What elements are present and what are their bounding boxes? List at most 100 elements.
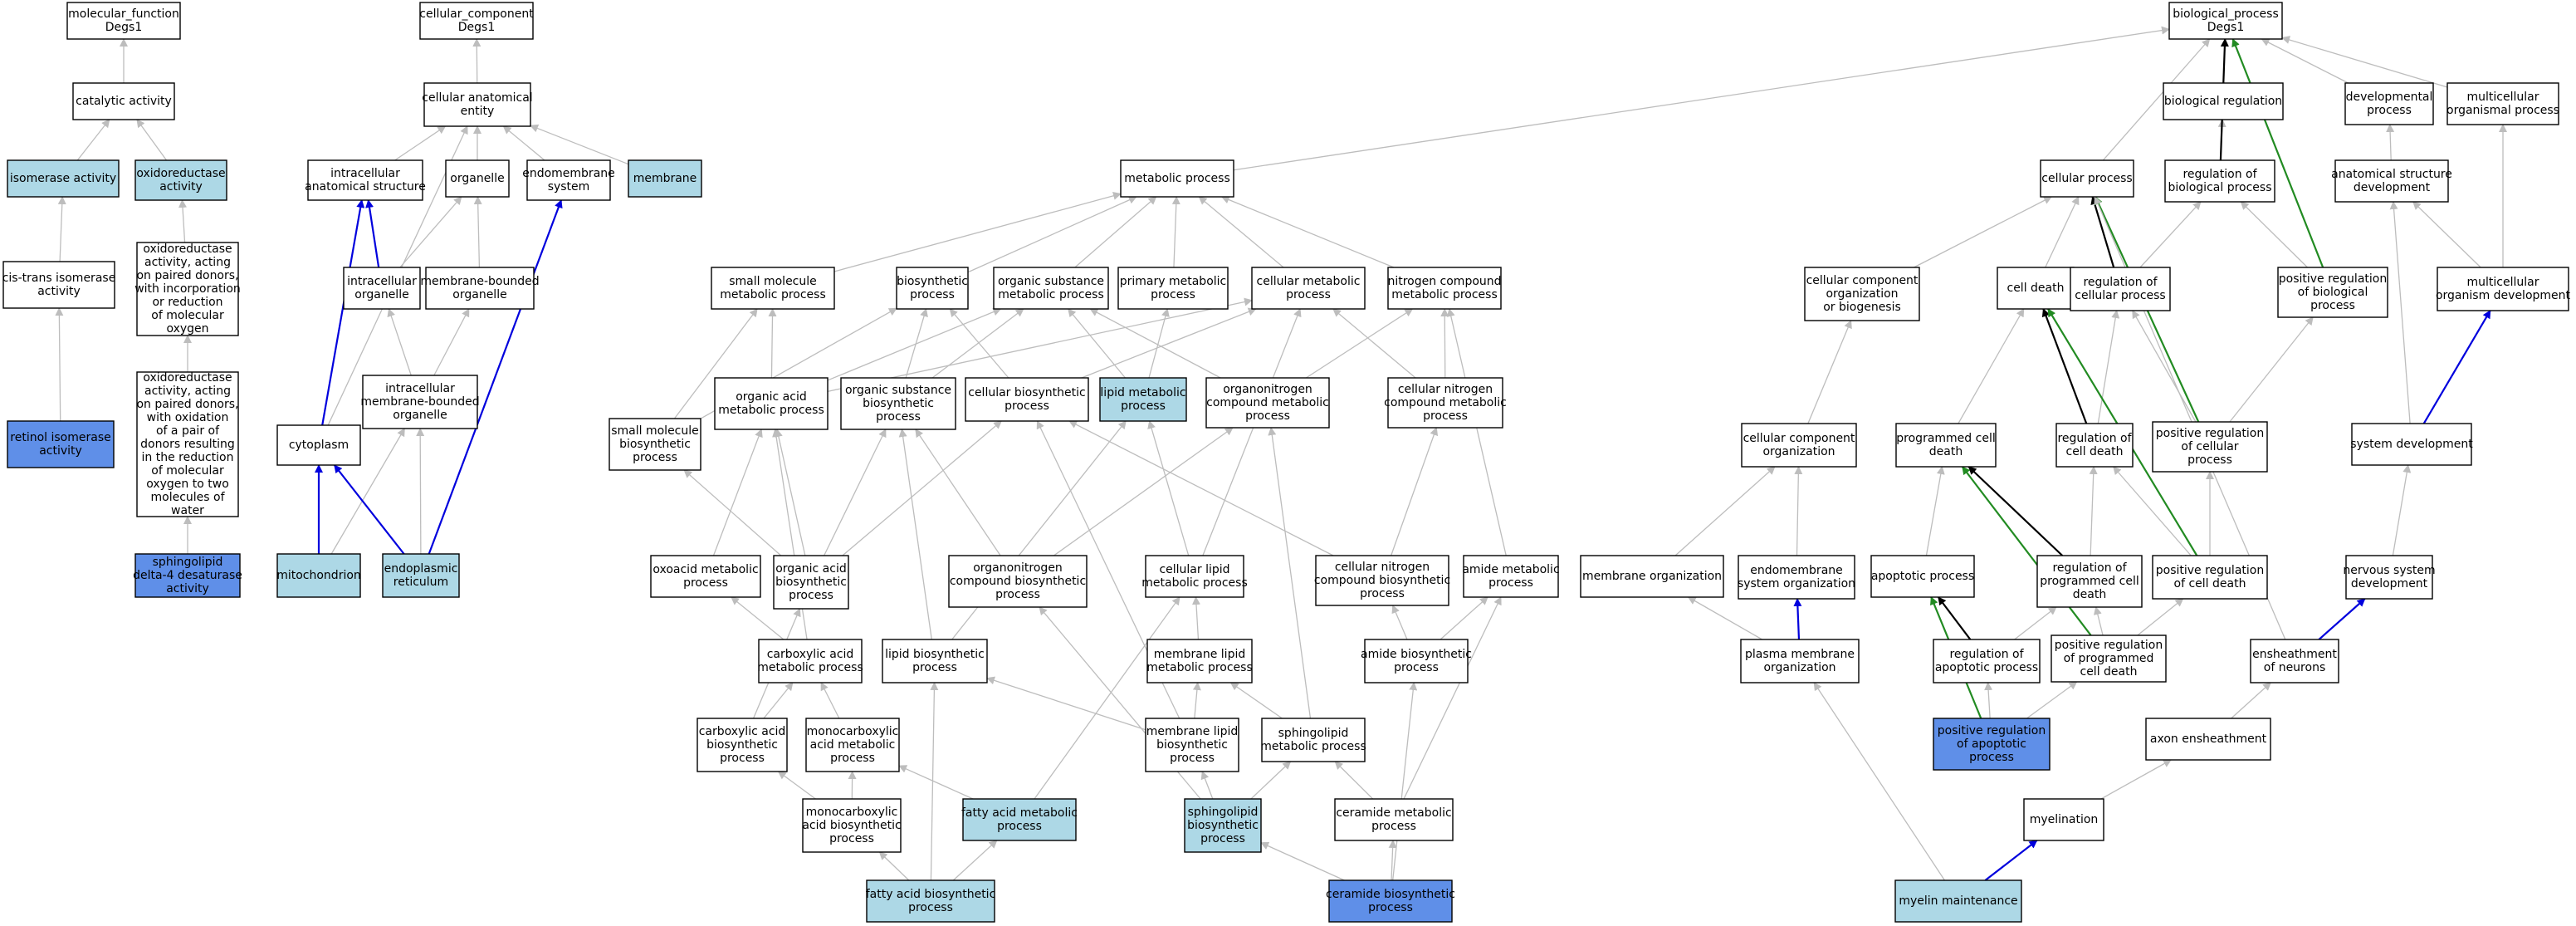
node-myelin-maint[interactable]: myelin maintenance [1894,879,2022,923]
node-sys-dev[interactable]: system development [2350,423,2473,466]
node-myelination[interactable]: myelination [2023,798,2104,841]
edge-plasma_mem_org-to-endomem_org [1793,598,1802,640]
node-label-line: regulation of [1949,648,2024,661]
edge-pos_reg_bio-to-bp_root [2231,38,2324,268]
node-catalytic[interactable]: catalytic activity [72,82,175,120]
node-cell-death[interactable]: cell death [1997,267,2075,310]
node-organelle[interactable]: organelle [445,159,510,198]
node-label-line: process [829,832,874,845]
node-cell-proc[interactable]: cellular process [2040,159,2134,198]
node-isomerase[interactable]: isomerase activity [7,159,120,198]
node-label-line: biosynthetic [1187,819,1259,832]
edge-oxidoreductase-to-catalytic [136,119,168,161]
edge-reg_cell_proc-to-cell_proc [2090,196,2115,268]
edge-org_acid_bio-to-org_sub_bio [824,429,887,556]
node-axon-ensheath[interactable]: axon ensheathment [2145,718,2271,761]
node-mito[interactable]: mitochondrion [276,553,361,598]
node-apoptotic[interactable]: apoptotic process [1870,555,1975,598]
node-box [650,555,761,598]
node-metabolic[interactable]: metabolic process [1120,159,1234,198]
node-label-line: process [1286,288,1331,301]
node-label-line: cellular metabolic [1257,275,1361,288]
node-membrane[interactable]: membrane [628,159,702,198]
node-cytoplasm[interactable]: cytoplasm [276,424,361,466]
node-mem-org[interactable]: membrane organization [1580,555,1724,598]
node-box [2040,159,2134,198]
edge-ensheath-to-nerv_sys_dev [2318,598,2366,640]
node-label-line: of programmed [2064,652,2154,665]
node-bio-reg[interactable]: biological regulation [2163,82,2284,120]
